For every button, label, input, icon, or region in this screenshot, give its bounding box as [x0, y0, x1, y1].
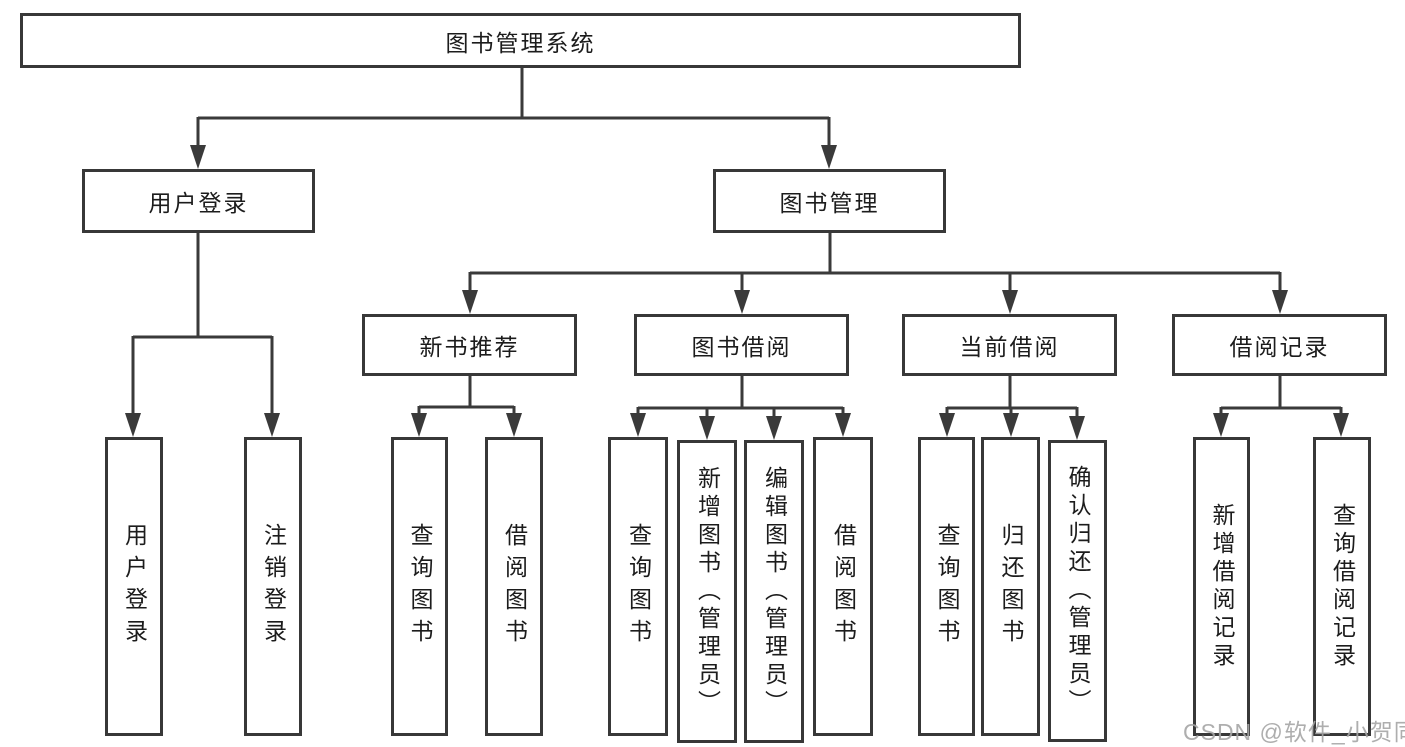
node-new-book-recommend: 新书推荐	[362, 314, 577, 376]
leaf-user-login: 用户登录	[105, 437, 163, 736]
node-current-borrow: 当前借阅	[902, 314, 1117, 376]
leaf-add-book-admin: 新增图书（管理员）	[677, 440, 737, 743]
arrowhead-icon	[821, 145, 837, 169]
node-book-management: 图书管理	[713, 169, 946, 233]
node-book-borrow: 图书借阅	[634, 314, 849, 376]
connector-book-management-to-level3	[462, 233, 1288, 314]
connector-current-borrow-to-leaves	[939, 376, 1085, 440]
leaf-edit-book-admin: 编辑图书（管理员）	[744, 440, 804, 743]
arrowhead-icon	[264, 413, 280, 437]
connector-root-to-level2	[190, 68, 837, 169]
arrowhead-icon	[1213, 413, 1229, 437]
arrowhead-icon	[1272, 290, 1288, 314]
connector-user-login-to-leaves	[125, 233, 280, 437]
arrowhead-icon	[1002, 290, 1018, 314]
connector-borrow-record-to-leaves	[1213, 376, 1349, 437]
node-root: 图书管理系统	[20, 13, 1021, 68]
arrowhead-icon	[1003, 413, 1019, 437]
watermark: CSDN @软件_小贺同学	[1183, 719, 1405, 745]
arrowhead-icon	[630, 413, 646, 437]
arrowhead-icon	[766, 416, 782, 440]
arrowhead-icon	[734, 290, 750, 314]
node-borrow-record: 借阅记录	[1172, 314, 1387, 376]
leaf-add-borrow-record: 新增借阅记录	[1193, 437, 1250, 736]
arrowhead-icon	[506, 413, 522, 437]
leaf-confirm-return-admin: 确认归还（管理员）	[1048, 440, 1107, 742]
arrowhead-icon	[411, 413, 427, 437]
leaf-borrow-books: 借阅图书	[813, 437, 873, 736]
arrowhead-icon	[699, 416, 715, 440]
arrowhead-icon	[1333, 413, 1349, 437]
arrowhead-icon	[1069, 416, 1085, 440]
arrowhead-icon	[462, 290, 478, 314]
arrowhead-icon	[939, 413, 955, 437]
leaf-query-books-current: 查询图书	[918, 437, 975, 736]
leaf-query-borrow-record: 查询借阅记录	[1313, 437, 1371, 736]
leaf-return-books: 归还图书	[981, 437, 1040, 736]
leaf-query-books-recommend: 查询图书	[391, 437, 448, 736]
arrowhead-icon	[835, 413, 851, 437]
arrowhead-icon	[190, 145, 206, 169]
node-user-login: 用户登录	[82, 169, 315, 233]
leaf-logout: 注销登录	[244, 437, 302, 736]
connector-book-borrow-to-leaves	[630, 376, 851, 440]
leaf-query-books-borrow: 查询图书	[608, 437, 668, 736]
arrowhead-icon	[125, 413, 141, 437]
connector-recommend-to-leaves	[411, 376, 522, 437]
leaf-borrow-books-recommend: 借阅图书	[485, 437, 543, 736]
